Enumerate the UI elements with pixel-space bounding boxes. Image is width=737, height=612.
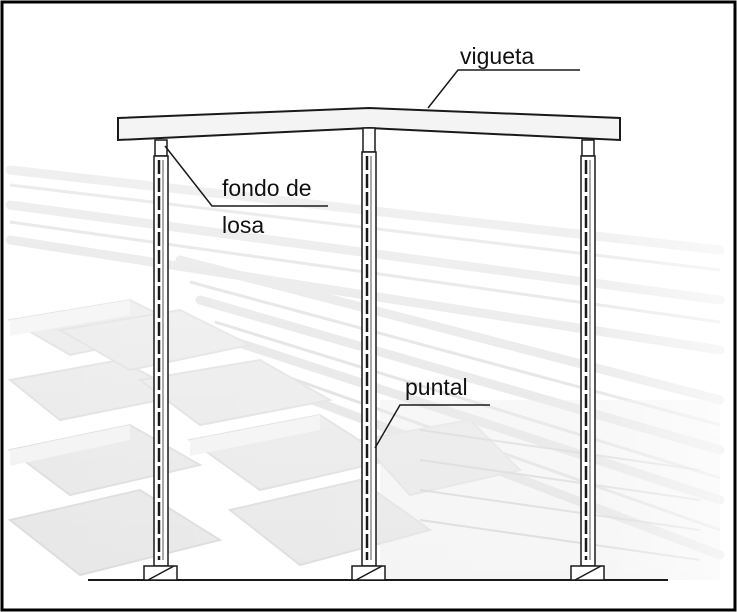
puntal-shaft-center — [361, 151, 377, 567]
leader-fondo-de-losa — [164, 145, 328, 207]
puntal-head-right — [581, 139, 595, 157]
base-wedge-right — [574, 565, 602, 581]
puntal-head-center — [362, 127, 376, 153]
label-puntal: puntal — [405, 374, 468, 400]
label-vigueta: vigueta — [460, 43, 534, 69]
leader-puntal — [374, 404, 490, 449]
puntal-right — [570, 139, 605, 581]
puntal-shaft-left — [153, 155, 169, 567]
puntal-head-left — [154, 139, 168, 157]
puntal-center — [351, 127, 386, 581]
puntal-shaft-right — [580, 155, 596, 567]
vigueta-beam — [117, 106, 621, 142]
label-fondo-de-losa-line1: fondo de — [222, 175, 312, 201]
base-wedge-center — [355, 565, 383, 581]
label-fondo-de-losa-line2: losa — [222, 212, 264, 238]
leader-vigueta — [427, 69, 580, 109]
base-wedge-left — [147, 565, 175, 581]
